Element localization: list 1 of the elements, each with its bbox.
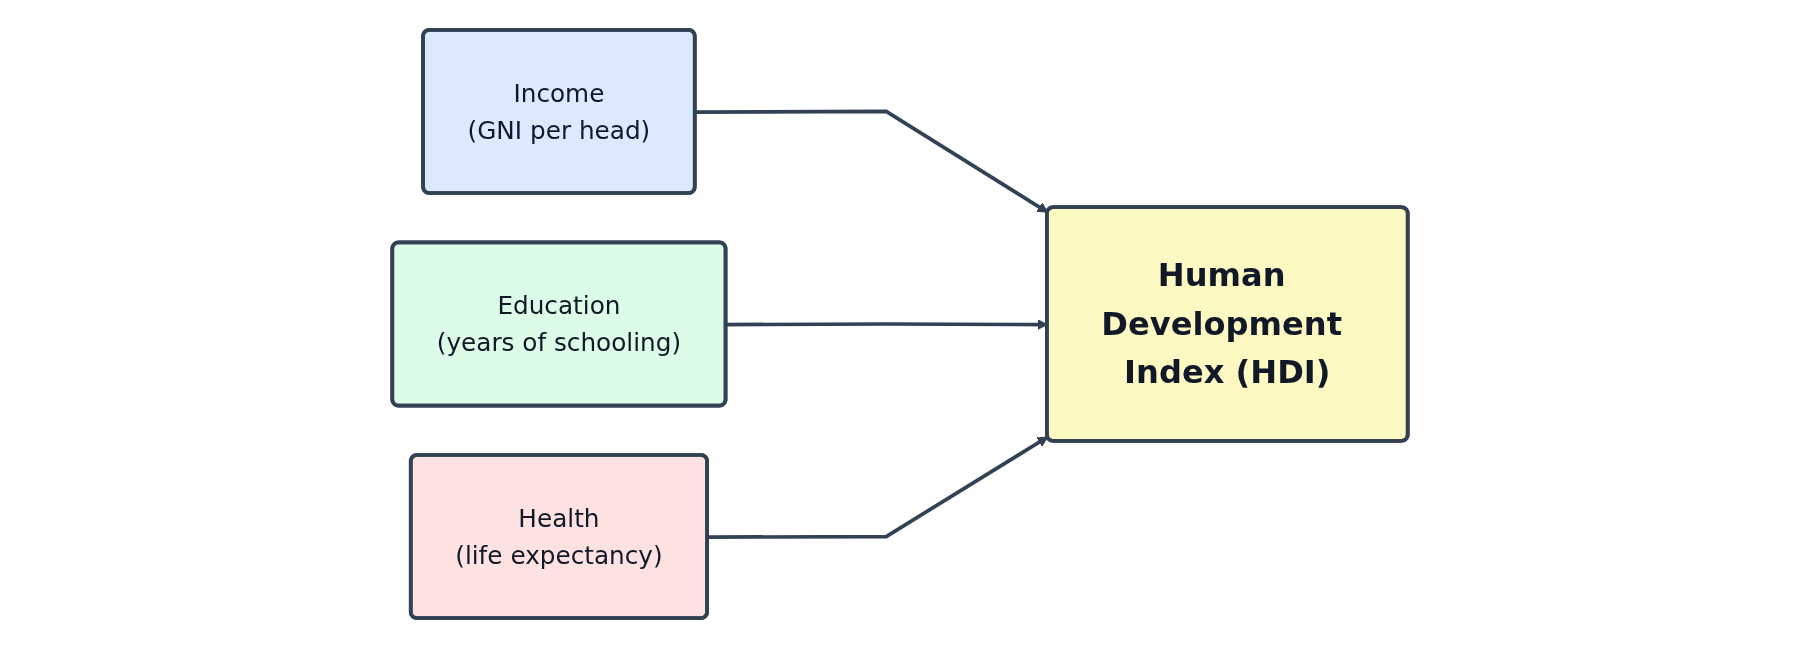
arrow	[695, 109, 1049, 213]
